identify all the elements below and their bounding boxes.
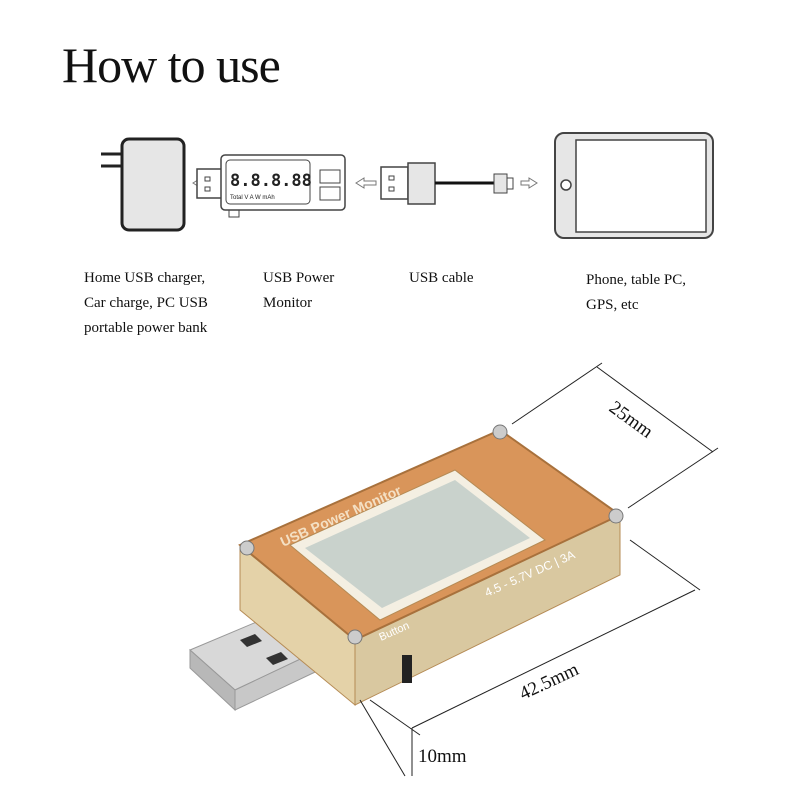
label-line: USB cable — [409, 270, 474, 286]
screw-icon — [492, 424, 508, 440]
step-label-cable: USB cable — [409, 266, 474, 291]
monitor-units: Total V A W mAh — [230, 195, 275, 201]
screw-icon — [239, 540, 255, 556]
length-dimension: 42.5mm — [516, 659, 582, 705]
height-dimension: 10mm — [418, 746, 467, 767]
usb-monitor-icon: 8.8.8.88 Total V A W mAh — [196, 154, 346, 218]
monitor-digits: 8.8.8.88 — [230, 171, 312, 191]
usb-cable-icon — [380, 162, 538, 205]
step-label-charger: Home USB charger, Car charge, PC USB por… — [84, 266, 208, 341]
label-line: Phone, table PC, — [586, 272, 686, 288]
label-line: GPS, etc — [586, 297, 639, 313]
step-label-device: Phone, table PC, GPS, etc — [586, 268, 686, 318]
dimension-lines — [359, 362, 719, 777]
arrow-icon — [355, 177, 377, 189]
label-line: Home USB charger, — [84, 270, 206, 286]
label-line: Car charge, PC USB — [84, 295, 208, 311]
screw-icon — [608, 508, 624, 524]
label-line: USB Power — [263, 270, 335, 286]
screw-icon — [347, 629, 363, 645]
step-label-monitor: USB Power Monitor — [263, 266, 334, 316]
button — [402, 655, 412, 683]
width-dimension: 25mm — [605, 397, 657, 443]
tablet-icon — [554, 132, 714, 239]
page-title: How to use — [62, 37, 281, 93]
label-line: portable power bank — [84, 320, 208, 336]
label-line: Monitor — [263, 295, 313, 311]
charger-icon — [101, 137, 186, 232]
